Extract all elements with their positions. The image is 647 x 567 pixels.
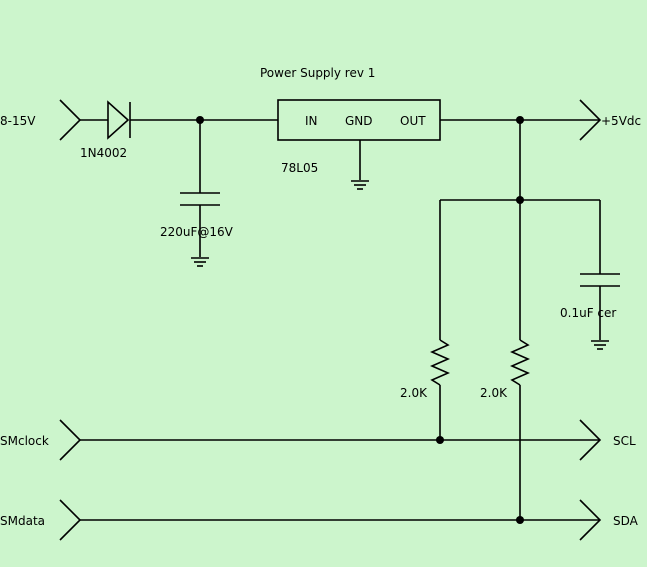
smclock-label: SMclock — [0, 434, 49, 448]
regulator-part-label: 78L05 — [281, 161, 318, 175]
scl-connector — [579, 419, 602, 461]
schematic-title: Power Supply rev 1 — [260, 66, 375, 80]
sda-label: SDA — [613, 514, 639, 528]
ground-symbol-output — [591, 340, 609, 350]
junction-scl — [436, 436, 444, 444]
input-cap-label: 220uF@16V — [160, 225, 234, 239]
junction-sda — [516, 516, 524, 524]
regulator-in-label: IN — [305, 114, 318, 128]
resistor-left-label: 2.0K — [400, 386, 428, 400]
ground-symbol-regulator — [351, 180, 369, 190]
smdata-label: SMdata — [0, 514, 45, 528]
output-voltage-label: +5Vdc — [601, 114, 641, 128]
output-connector — [579, 99, 602, 141]
resistor-right-label: 2.0K — [480, 386, 508, 400]
regulator-gnd-label: GND — [345, 114, 373, 128]
regulator-out-label: OUT — [400, 114, 426, 128]
scl-label: SCL — [613, 434, 636, 448]
diode-label: 1N4002 — [80, 146, 127, 160]
resistor-left — [430, 339, 450, 386]
resistor-right — [510, 339, 530, 386]
ground-symbol-input — [191, 257, 209, 267]
sda-connector — [579, 499, 602, 541]
output-cap-label: 0.1uF cer — [560, 306, 616, 320]
input-voltage-label: 8-15V — [0, 114, 36, 128]
